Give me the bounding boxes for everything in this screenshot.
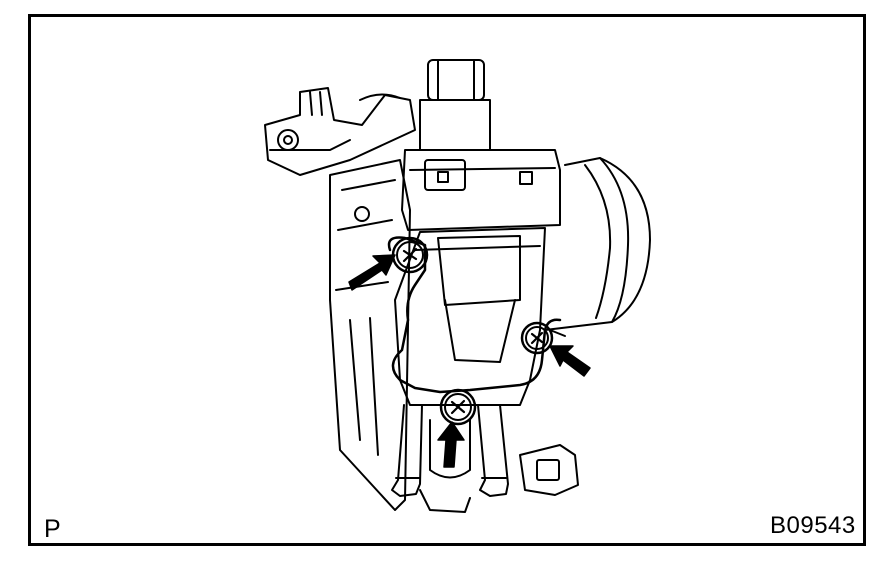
valve-body (387, 227, 562, 406)
screw-bottom (439, 388, 477, 426)
arrow-upper-left (348, 254, 396, 291)
throttle-body-housing (329, 159, 411, 511)
lower-pipes (391, 404, 509, 497)
figure-code: B09543 (770, 512, 856, 539)
linkage-bracket (264, 87, 416, 176)
screw-right (520, 321, 554, 355)
arrow-right (549, 345, 591, 377)
lower-connector (419, 444, 579, 513)
arrow-bottom (437, 421, 465, 468)
idle-valve-solenoid (401, 59, 561, 231)
corner-letter: P (44, 515, 61, 543)
intake-bore (544, 157, 651, 337)
